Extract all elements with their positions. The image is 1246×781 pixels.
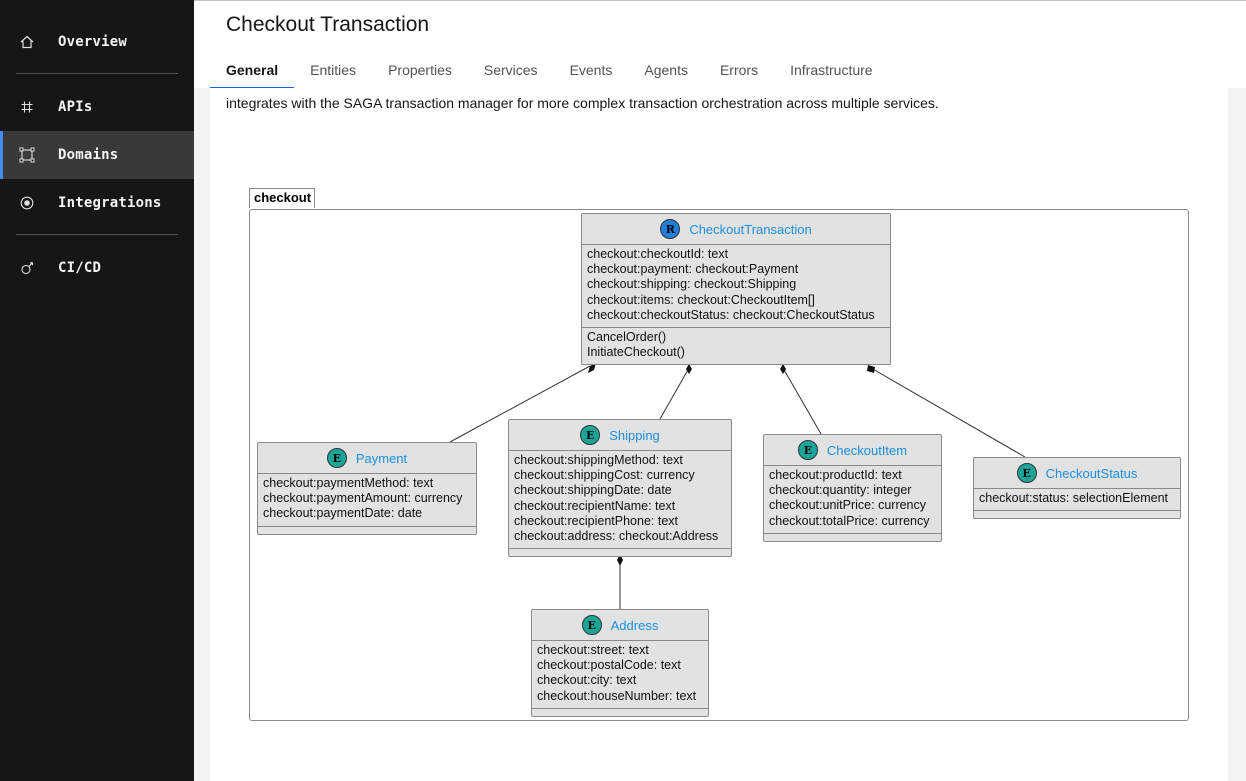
attribute: checkout:recipientName: text: [514, 498, 676, 513]
attribute: checkout:unitPrice: currency: [769, 498, 927, 513]
attribute: checkout:postalCode: text: [537, 658, 681, 673]
attribute: checkout:shipping: checkout:Shipping: [587, 277, 797, 292]
attribute: checkout:houseNumber: text: [537, 688, 697, 703]
attribute: checkout:paymentAmount: currency: [263, 491, 463, 506]
attribute: checkout:checkoutStatus: checkout:Checko…: [587, 307, 875, 322]
attribute: checkout:items: checkout:CheckoutItem[]: [587, 292, 815, 307]
tab-general[interactable]: General: [210, 51, 295, 89]
tab-entities[interactable]: Entities: [310, 62, 357, 78]
class-header: E Payment: [258, 443, 476, 474]
domain-icon: [18, 146, 36, 164]
class-operations: [764, 534, 941, 541]
class-attributes: checkout:status: selectionElement: [974, 489, 1180, 512]
class-name: CheckoutItem: [826, 442, 908, 458]
page-header: Checkout Transaction General Entities Pr…: [194, 0, 1246, 89]
sidebar-item-integrations[interactable]: Integrations: [0, 179, 194, 227]
attribute: checkout:address: checkout:Address: [514, 529, 719, 544]
entity-badge-icon: E: [326, 448, 347, 468]
class-checkout-transaction[interactable]: R CheckoutTransaction checkout:checkoutI…: [581, 213, 891, 366]
attribute: checkout:quantity: integer: [769, 483, 912, 498]
attribute: checkout:city: text: [537, 673, 637, 688]
description-text: integrates with the SAGA transaction man…: [226, 95, 939, 111]
sidebar-item-cicd[interactable]: CI/CD: [0, 244, 194, 292]
package-label: checkout: [249, 188, 315, 208]
sidebar-item-overview[interactable]: Overview: [0, 18, 194, 66]
class-name: Shipping: [609, 427, 660, 443]
entity-badge-icon: E: [1016, 463, 1037, 483]
class-checkout-item[interactable]: E CheckoutItem checkout:productId: text …: [763, 434, 942, 542]
class-name: CheckoutStatus: [1045, 465, 1138, 481]
sidebar-item-apis[interactable]: APIs: [0, 83, 194, 131]
class-operations: [258, 527, 476, 534]
entity-badge-icon: E: [581, 615, 602, 635]
hashtag-icon: [18, 98, 36, 116]
attribute: checkout:paymentMethod: text: [263, 476, 434, 490]
tab-services[interactable]: Services: [483, 62, 538, 78]
class-shipping[interactable]: E Shipping checkout:shippingMethod: text…: [508, 419, 732, 558]
class-operations: [509, 549, 731, 556]
root-badge-icon: R: [660, 219, 681, 239]
class-name: Payment: [355, 450, 408, 466]
entity-badge-icon: E: [580, 425, 601, 445]
class-checkout-status[interactable]: E CheckoutStatus checkout:status: select…: [973, 457, 1181, 520]
tab-events[interactable]: Events: [569, 62, 613, 78]
attribute: checkout:shippingDate: date: [514, 483, 672, 498]
class-attributes: checkout:productId: text checkout:quanti…: [764, 466, 941, 534]
tab-errors[interactable]: Errors: [719, 62, 759, 78]
class-payment[interactable]: E Payment checkout:paymentMethod: text c…: [257, 442, 477, 535]
sidebar: Overview APIs Domains Integrations CI/CD: [0, 0, 194, 781]
class-attributes: checkout:street: text checkout:postalCod…: [532, 641, 708, 709]
class-header: E CheckoutItem: [764, 435, 941, 466]
tab-bar: General Entities Properties Services Eve…: [210, 51, 889, 89]
attribute: checkout:checkoutId: text: [587, 247, 729, 261]
tab-infrastructure[interactable]: Infrastructure: [790, 62, 873, 78]
class-header: E Shipping: [509, 420, 731, 451]
class-attributes: checkout:paymentMethod: text checkout:pa…: [258, 474, 476, 527]
sidebar-item-label: Domains: [58, 147, 119, 163]
attribute: checkout:shippingMethod: text: [514, 453, 683, 467]
attribute: checkout:street: text: [537, 643, 649, 657]
attribute: checkout:payment: checkout:Payment: [587, 262, 799, 277]
class-attributes: checkout:shippingMethod: text checkout:s…: [509, 451, 731, 550]
sidebar-item-domains[interactable]: Domains: [0, 131, 194, 179]
class-name: CheckoutTransaction: [689, 221, 812, 237]
class-address[interactable]: E Address checkout:street: text checkout…: [531, 609, 709, 717]
sidebar-item-label: Integrations: [58, 195, 162, 211]
attribute: checkout:productId: text: [769, 468, 902, 482]
class-header: E CheckoutStatus: [974, 458, 1180, 489]
sidebar-item-label: APIs: [58, 99, 93, 115]
operation: InitiateCheckout(): [587, 345, 685, 360]
class-header: R CheckoutTransaction: [582, 214, 890, 245]
class-header: E Address: [532, 610, 708, 641]
tab-agents[interactable]: Agents: [644, 62, 688, 78]
main-content: integrates with the SAGA transaction man…: [210, 88, 1228, 781]
sidebar-item-label: Overview: [58, 34, 128, 50]
tab-properties[interactable]: Properties: [388, 62, 452, 78]
attribute: checkout:shippingCost: currency: [514, 468, 695, 483]
page-title: Checkout Transaction: [226, 13, 430, 36]
pipeline-icon: [18, 259, 36, 277]
attribute: checkout:status: selectionElement: [979, 491, 1168, 505]
package-frame: [249, 209, 1189, 721]
class-name: Address: [610, 617, 659, 633]
class-attributes: checkout:checkoutId: text checkout:payme…: [582, 245, 890, 329]
radio-icon: [18, 194, 36, 212]
home-icon: [18, 33, 36, 51]
sidebar-divider: [16, 234, 178, 235]
class-operations: [974, 511, 1180, 518]
attribute: checkout:totalPrice: currency: [769, 513, 930, 528]
class-operations: [532, 709, 708, 716]
sidebar-divider: [16, 73, 178, 74]
sidebar-item-label: CI/CD: [58, 260, 102, 276]
attribute: checkout:paymentDate: date: [263, 506, 423, 521]
entity-badge-icon: E: [797, 440, 818, 460]
class-operations: CancelOrder() InitiateCheckout(): [582, 328, 890, 364]
operation: CancelOrder(): [587, 330, 667, 345]
attribute: checkout:recipientPhone: text: [514, 513, 678, 528]
